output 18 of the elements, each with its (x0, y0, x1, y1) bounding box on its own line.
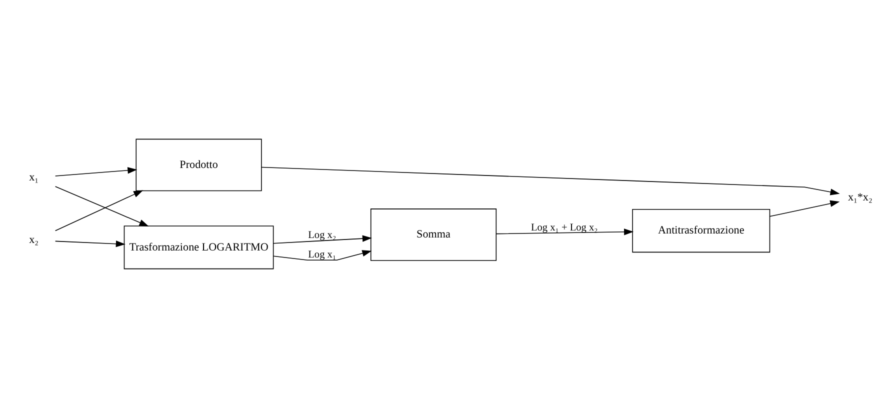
arrow (261, 166, 840, 196)
edge-label: Log x₂ (308, 230, 336, 242)
node-text: x₁ (29, 172, 39, 184)
node-box: Antitrasformazione (632, 208, 770, 253)
arrow (272, 235, 372, 244)
node-box: Prodotto (136, 138, 262, 192)
edge-label: Log x₁ (308, 249, 336, 260)
arrow (54, 190, 144, 232)
node-text: x₁*x₂ (848, 191, 872, 204)
arrow (54, 186, 149, 226)
node-text: x₂ (29, 234, 39, 246)
arrow (769, 200, 840, 217)
node-box: Somma (370, 208, 497, 261)
arrow (54, 167, 138, 176)
arrow (496, 228, 634, 236)
node-box: Trasformazione LOGARITMO (124, 226, 274, 270)
arrow (54, 240, 126, 248)
arrow (273, 250, 372, 260)
